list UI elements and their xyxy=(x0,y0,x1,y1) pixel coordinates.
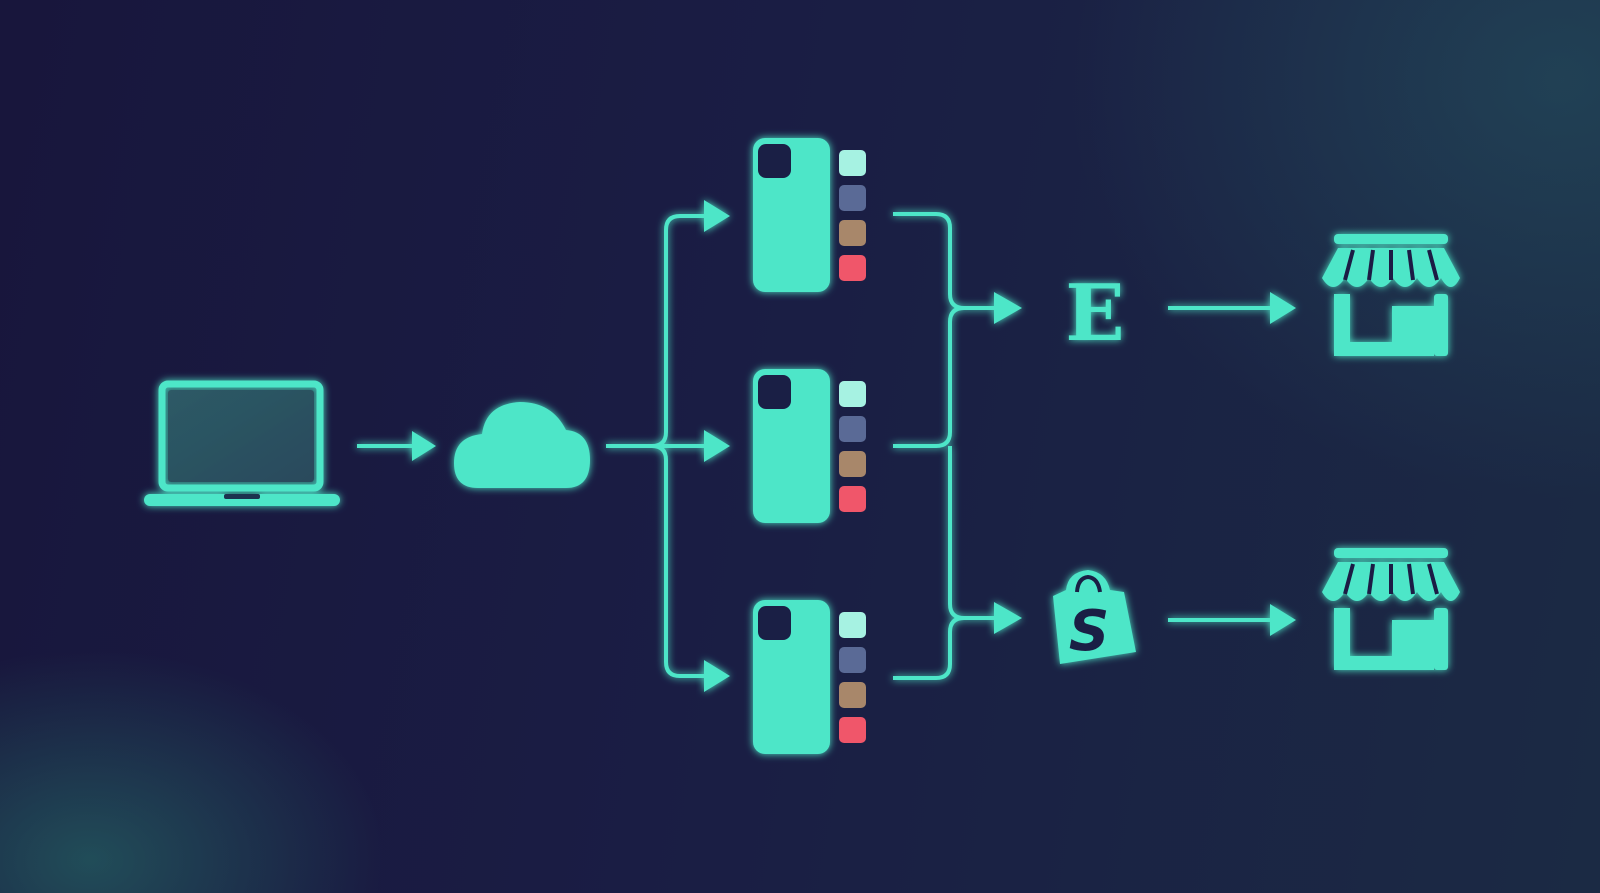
swatch-mint xyxy=(839,150,866,176)
swatch-coral xyxy=(839,255,866,281)
phone-case-icon xyxy=(753,138,866,292)
cloud-icon xyxy=(454,402,590,488)
swatch-coral xyxy=(839,486,866,512)
swatch-mint xyxy=(839,381,866,407)
branch-lines-to-cases xyxy=(606,214,710,678)
storefront-icon xyxy=(1322,234,1460,356)
shopify-icon: S xyxy=(1053,570,1136,664)
swatch-slate xyxy=(839,185,866,211)
swatch-slate xyxy=(839,647,866,673)
arrow-head-case-2 xyxy=(704,430,730,462)
etsy-icon: E xyxy=(1065,268,1124,359)
arrow-laptop-to-cloud xyxy=(357,431,436,461)
laptop-icon xyxy=(144,380,340,506)
swatch-tan xyxy=(839,451,866,477)
storefront-icon xyxy=(1322,548,1460,670)
arrow-head-case-1 xyxy=(704,200,730,232)
arrow-head-etsy xyxy=(994,292,1022,324)
swatch-slate xyxy=(839,416,866,442)
arrow-head-case-3 xyxy=(704,660,730,692)
shopify-letter: S xyxy=(1069,599,1109,664)
swatch-tan xyxy=(839,682,866,708)
phone-case-icon xyxy=(753,600,866,754)
merge-lines-to-marketplaces xyxy=(893,212,1000,680)
arrow-head-shopify xyxy=(994,602,1022,634)
phone-case-icon xyxy=(753,369,866,523)
arrow-shopify-to-store xyxy=(1168,604,1296,636)
swatch-mint xyxy=(839,612,866,638)
etsy-letter: E xyxy=(1065,268,1124,359)
arrow-etsy-to-store xyxy=(1168,292,1296,324)
swatch-tan xyxy=(839,220,866,246)
swatch-coral xyxy=(839,717,866,743)
